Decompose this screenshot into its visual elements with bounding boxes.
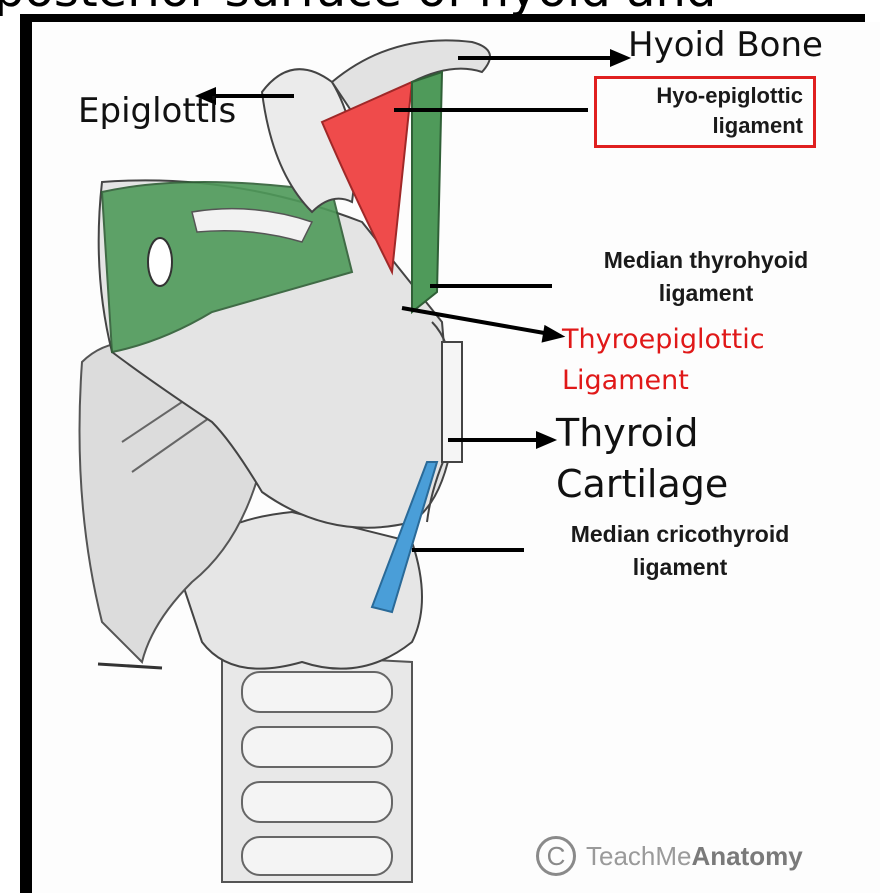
- thyroepiglottic-line-1: Thyroepiglottic: [562, 320, 765, 361]
- median-cricothyroid-line-2: ligament: [520, 551, 840, 584]
- larynx-illustration: [32, 22, 880, 893]
- illustration-panel: Epiglottis: [32, 22, 880, 893]
- thyroepiglottic-ligament-label: Thyroepiglottic Ligament: [562, 320, 765, 401]
- median-thyrohyoid-ligament-label: Median thyrohyoid ligament: [556, 244, 856, 311]
- median-thyrohyoid-line-1: Median thyrohyoid: [556, 244, 856, 277]
- median-cricothyroid-line-1: Median cricothyroid: [520, 518, 840, 551]
- epiglottis-label: Epiglottis: [78, 92, 236, 131]
- cutoff-title: posterior surface of hyoid and: [0, 0, 716, 14]
- thyroid-cartilage-label: Thyroid Cartilage: [556, 408, 728, 511]
- median-thyrohyoid-line-2: ligament: [556, 277, 856, 310]
- thyroid-cartilage-line-1: Thyroid: [556, 408, 728, 459]
- copyright-icon: C: [536, 836, 576, 876]
- watermark: C TeachMeAnatomy: [536, 836, 803, 876]
- watermark-brand-bold: Anatomy: [692, 841, 803, 871]
- median-cricothyroid-ligament-label: Median cricothyroid ligament: [520, 518, 840, 585]
- watermark-brand-light: TeachMe: [586, 841, 692, 871]
- hyo-epiglottic-line-1: Hyo-epiglottic: [597, 81, 803, 111]
- thyroepiglottic-line-2: Ligament: [562, 361, 765, 402]
- trachea: [222, 652, 412, 882]
- thyroid-cartilage-line-2: Cartilage: [556, 459, 728, 510]
- hyo-epiglottic-ligament-label: Hyo-epiglottic ligament: [594, 76, 816, 148]
- hyo-epiglottic-line-2: ligament: [597, 111, 803, 141]
- hyoid-bone-label: Hyoid Bone: [628, 26, 823, 65]
- watermark-brand: TeachMeAnatomy: [586, 841, 803, 872]
